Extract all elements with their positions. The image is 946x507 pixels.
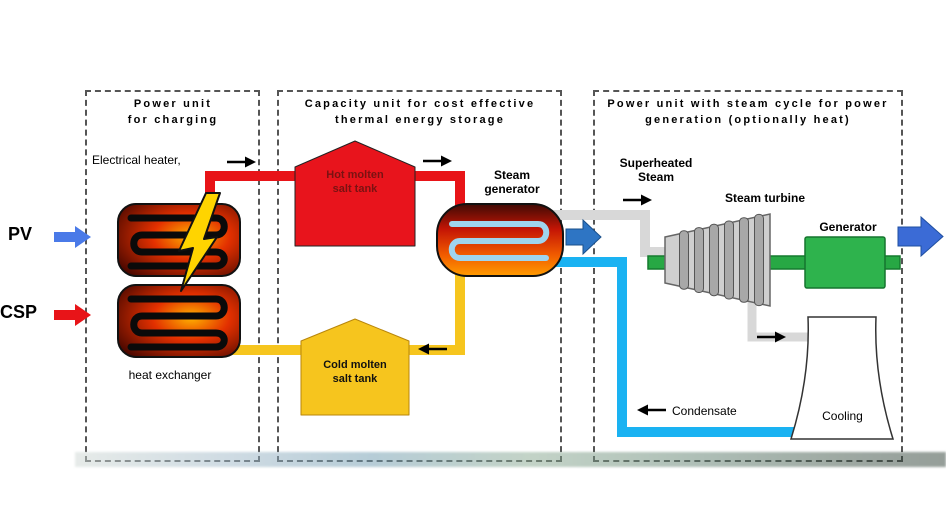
turbine-blade [739,217,749,303]
condensate-arrow-icon [637,404,666,416]
charging-box-title-line1: Power unit [133,98,213,110]
heat-exchanger-coil [127,214,228,270]
superheated-steam-label: Superheated Steam [606,156,706,185]
hot-tank-label-line1: Hot molten [326,169,384,181]
storage-box-title: Capacity unit for cost effective thermal… [280,97,560,129]
cold-tank-label-line1: Cold molten [323,359,387,371]
power-box-title-line1: Power unit with steam cycle for power [607,98,889,110]
heat-exchanger-coil [127,295,228,351]
pv-input-arrow-icon [54,226,91,248]
generator-label: Generator [819,220,877,234]
storage-box-title-line2: thermal energy storage [334,113,506,126]
photo-strip [75,452,946,467]
turbine-blade [709,223,719,297]
superheated-steam-arrow-icon [623,194,652,206]
csp-input-arrow-icon [54,304,91,326]
lightning-bolt-icon [178,192,221,292]
heat-exchanger-bottom [117,284,241,358]
hot-tank-label: Hot molten salt tank [305,168,405,197]
electrical-heater-label: Electrical heater, [92,153,181,167]
cooling-inlet-arrow-icon [757,331,786,343]
turbine-blade [679,230,689,290]
cold-tank-arrow-icon [418,343,447,355]
condensate-pipe [545,257,815,437]
charging-box-title: Power unit for charging [88,97,258,129]
hot-tank-label-line2: salt tank [332,183,378,196]
cooling-label: Cooling [822,409,863,423]
csp-label: CSP [0,302,38,322]
power-box-title: Power unit with steam cycle for power ge… [595,97,901,129]
generator-unit [804,236,886,289]
heat-exchanger-label: heat exchanger [128,368,212,382]
turbine-blade [724,220,734,300]
pv-label: PV [8,224,33,244]
hot-tank-arrow-icon [423,155,452,167]
power-box-title-line2: generation (optionally heat) [645,113,851,126]
heat-exchanger-top [117,203,241,277]
steam-generator-coil [448,221,550,261]
power-output-arrow-icon [897,215,944,258]
hot-salt-tank [294,140,416,247]
cold-salt-tank [300,318,410,416]
steam-pipe [550,210,672,257]
cold-tank-label-line2: salt tank [332,373,378,386]
turbine-blade [754,213,764,307]
condensate-label: Condensate [672,404,737,418]
superheated-steam-label-line1: Superheated [619,156,693,170]
cooling-tower [789,316,895,440]
cold-tank-label: Cold molten salt tank [305,358,405,387]
turbine-blade [694,227,704,294]
steam-generator-label-line2: generator [484,182,540,197]
direction-arrows [227,155,786,416]
storage-box-title-line1: Capacity unit for cost effective [304,98,536,110]
superheated-steam-label-line2: Steam [637,170,675,185]
steam-flow-arrow-icon [565,218,602,256]
turbine-exhaust-pipe [747,295,812,342]
steam-turbine-label: Steam turbine [724,191,805,205]
steam-generator-label-line1: Steam [493,168,531,182]
steam-generator-label: Steam generator [462,168,562,197]
electrical-heater-arrow-icon [227,156,256,168]
charging-box-title-line2: for charging [127,113,219,126]
steam-turbine [664,213,771,307]
